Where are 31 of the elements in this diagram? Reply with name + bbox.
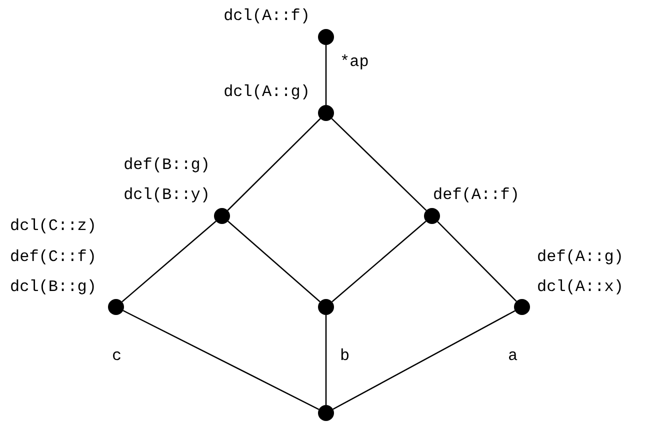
connector-line	[228, 220, 320, 302]
lattice-node	[318, 105, 334, 121]
node-annotation: dcl(A::x)	[537, 277, 624, 297]
node-annotation: def(A::g)	[537, 247, 624, 267]
lattice-node	[424, 208, 440, 224]
lattice-node	[108, 299, 124, 315]
connector-line	[122, 310, 320, 410]
node-annotation: def(A::f)	[433, 185, 520, 205]
connector-line	[325, 315, 327, 405]
lattice-node	[318, 299, 334, 315]
node-annotation: dcl(B::g)	[10, 277, 96, 297]
node-annotation: a	[508, 346, 518, 366]
lattice-node	[214, 208, 230, 224]
lattice-node	[318, 405, 334, 421]
node-annotation: dcl(C::z)	[10, 216, 96, 236]
node-annotation: dcl(A::f)	[224, 6, 310, 26]
node-annotation: def(B::g)	[124, 155, 210, 175]
connector-line	[331, 118, 427, 211]
node-annotation: dcl(B::y)	[124, 185, 210, 205]
node-annotation: dcl(A::g)	[224, 82, 310, 102]
connector-line	[122, 220, 216, 302]
connector-line	[437, 221, 517, 302]
connector-line	[325, 45, 327, 105]
connector-line	[332, 310, 516, 410]
lattice-node	[318, 29, 334, 45]
connector-line	[227, 118, 321, 211]
node-annotation: c	[112, 346, 122, 366]
lattice-node	[514, 299, 530, 315]
node-annotation: b	[340, 346, 350, 366]
connector-line	[332, 220, 426, 302]
node-annotation: def(C::f)	[10, 247, 96, 267]
